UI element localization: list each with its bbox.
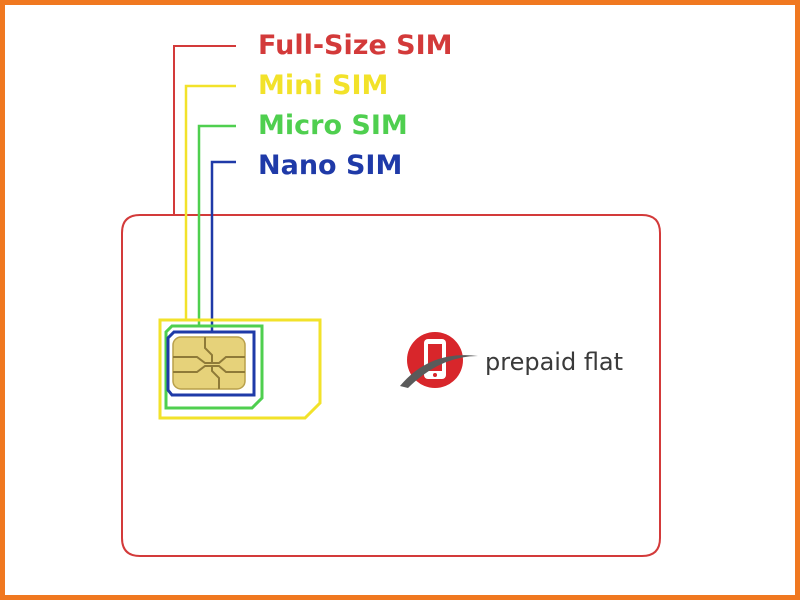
sim-chip [172,336,246,390]
phone-logo-icon [400,332,478,388]
full-size-leader-line [173,45,236,215]
full-size-sim-label: Full-Size SIM [258,30,453,61]
nano-sim-label: Nano SIM [258,150,403,181]
micro-sim-label: Micro SIM [258,110,408,141]
full-size-sim-outline [121,214,661,557]
mini-leader-line [184,84,236,320]
brand-name: prepaid flat [485,348,624,376]
mini-sim-outline [158,318,322,420]
micro-sim-outline [164,324,264,410]
micro-leader-line [197,124,236,327]
mini-sim-label: Mini SIM [258,70,389,101]
nano-leader-line [210,160,236,333]
nano-sim-outline [166,330,256,397]
